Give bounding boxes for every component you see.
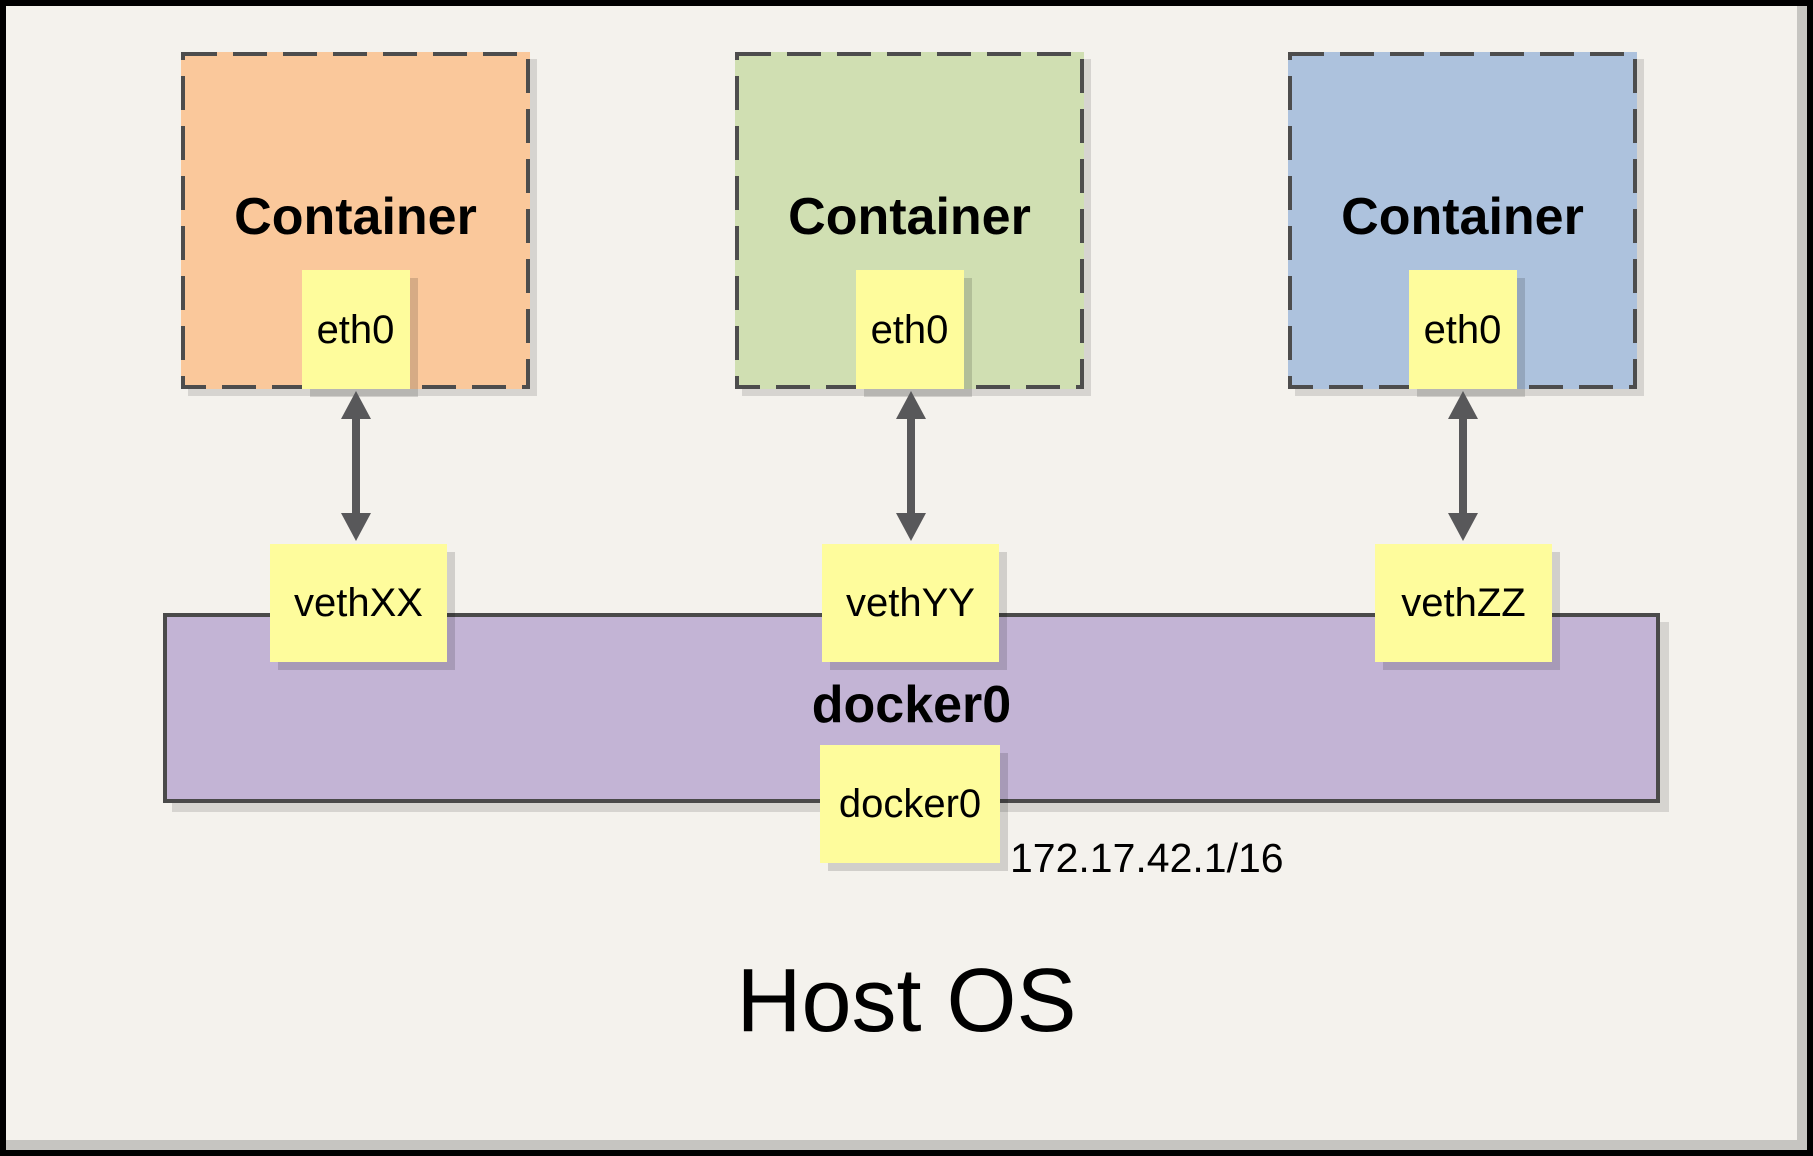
container-label: Container bbox=[234, 188, 477, 246]
eth0-box: eth0 bbox=[301, 270, 410, 389]
double-arrow-icon bbox=[896, 391, 926, 541]
vethxx-label: vethXX bbox=[294, 581, 423, 625]
eth0-label: eth0 bbox=[1423, 307, 1502, 352]
container-label: Container bbox=[788, 188, 1031, 246]
ip-address-label: 172.17.42.1/16 bbox=[1010, 835, 1284, 881]
double-arrow-icon bbox=[341, 391, 371, 541]
vethxx-box: vethXX bbox=[270, 544, 447, 662]
docker0-interface-box: docker0 bbox=[820, 745, 1000, 863]
double-arrow-icon bbox=[1448, 391, 1478, 541]
container-label: Container bbox=[1341, 188, 1584, 246]
container-box-1: Container eth0 bbox=[181, 52, 530, 389]
vethzz-label: vethZZ bbox=[1401, 581, 1526, 625]
docker0-bridge-label: docker0 bbox=[811, 676, 1012, 734]
container-box-3: Container eth0 bbox=[1288, 52, 1637, 389]
eth0-box: eth0 bbox=[1408, 270, 1517, 389]
vethzz-box: vethZZ bbox=[1375, 544, 1552, 662]
host-os-label: Host OS bbox=[736, 951, 1077, 1051]
eth0-box: eth0 bbox=[855, 270, 964, 389]
vethyy-label: vethYY bbox=[846, 581, 975, 625]
eth0-label: eth0 bbox=[316, 307, 395, 352]
container-box-2: Container eth0 bbox=[735, 52, 1084, 389]
docker0-interface-label: docker0 bbox=[838, 782, 982, 826]
vethyy-box: vethYY bbox=[822, 544, 999, 662]
eth0-label: eth0 bbox=[870, 307, 949, 352]
